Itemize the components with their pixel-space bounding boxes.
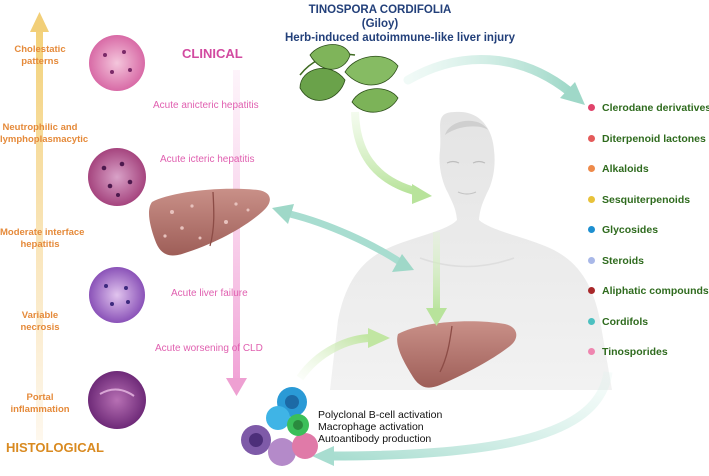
compound-item: Aliphatic compounds bbox=[588, 282, 709, 300]
compound-label: Alkaloids bbox=[602, 162, 649, 175]
compound-label: Clerodane derivatives bbox=[602, 101, 709, 114]
compound-bullet-icon bbox=[588, 256, 595, 264]
title-line-1: TINOSPORA CORDIFOLIA bbox=[308, 4, 452, 16]
histological-heading: HISTOLOGICAL bbox=[6, 440, 104, 455]
compound-item: Glycosides bbox=[588, 221, 658, 239]
compound-item: Cordifols bbox=[588, 313, 648, 331]
immune-effects-text: Polyclonal B-cell activation Macrophage … bbox=[318, 409, 442, 445]
title-line-3: Herb-induced autoimmune-like liver injur… bbox=[285, 32, 516, 44]
clinical-label-anicteric: Acute anicteric hepatitis bbox=[153, 100, 259, 111]
title-line-2: (Giloy) bbox=[361, 18, 399, 30]
histological-label-necrosis: Variable necrosis bbox=[20, 310, 60, 333]
compound-item: Steroids bbox=[588, 252, 644, 270]
giloy-leaves-illustration bbox=[299, 44, 399, 113]
histological-label-interface: Moderate interface hepatitis bbox=[0, 227, 85, 250]
clinical-label-icteric: Acute icteric hepatitis bbox=[160, 154, 255, 165]
compound-label: Steroids bbox=[602, 254, 645, 267]
compound-bullet-icon bbox=[588, 317, 595, 325]
compound-bullet-icon bbox=[588, 165, 595, 173]
compound-bullet-icon bbox=[588, 348, 595, 356]
immune-line-2: Macrophage activation bbox=[318, 421, 424, 433]
compound-bullet-icon bbox=[588, 104, 595, 112]
compound-item: Diterpenoid lactones bbox=[588, 130, 706, 148]
histological-label-portal: Portal inflammation bbox=[10, 392, 70, 415]
large-liver-illustration bbox=[148, 188, 270, 256]
histological-arrow bbox=[30, 12, 49, 440]
histology-sample-portal-inflammation bbox=[88, 371, 146, 429]
histological-label-cholestatic: Cholestatic patterns bbox=[14, 44, 66, 67]
compound-item: Sesquiterpenoids bbox=[588, 191, 690, 209]
histology-sample-cholestatic bbox=[89, 35, 145, 91]
clinical-label-liver-failure: Acute liver failure bbox=[171, 288, 248, 299]
immune-line-1: Polyclonal B-cell activation bbox=[318, 409, 443, 421]
compound-label: Cordifols bbox=[602, 315, 649, 328]
compound-bullet-icon bbox=[588, 287, 595, 295]
compound-item: Tinosporides bbox=[588, 343, 668, 361]
compound-label: Tinosporides bbox=[602, 345, 668, 358]
immune-line-3: Autoantibody production bbox=[318, 433, 432, 445]
immune-cells-illustration bbox=[241, 387, 318, 466]
histology-sample-interface-hepatitis bbox=[89, 267, 145, 323]
body-liver-illustration bbox=[397, 321, 517, 388]
compound-label: Aliphatic compounds bbox=[602, 284, 709, 297]
compound-item: Clerodane derivatives bbox=[588, 99, 709, 117]
compound-item: Alkaloids bbox=[588, 160, 649, 178]
flow-arrows bbox=[272, 55, 613, 466]
clinical-label-cld: Acute worsening of CLD bbox=[155, 343, 263, 354]
compound-bullet-icon bbox=[588, 195, 595, 203]
human-body-illustration bbox=[330, 111, 612, 391]
compound-label: Diterpenoid lactones bbox=[602, 132, 706, 145]
compound-bullet-icon bbox=[588, 134, 595, 142]
compound-label: Sesquiterpenoids bbox=[602, 193, 691, 206]
histological-label-neutrophilic: Neutrophilic and lymphoplasmacytic bbox=[0, 122, 89, 145]
compound-bullet-icon bbox=[588, 226, 595, 234]
clinical-heading: CLINICAL bbox=[182, 46, 243, 61]
histology-sample-neutrophilic bbox=[88, 148, 146, 206]
diagram-title: TINOSPORA CORDIFOLIA (Giloy) Herb-induce… bbox=[285, 3, 516, 45]
compound-label: Glycosides bbox=[602, 223, 659, 236]
